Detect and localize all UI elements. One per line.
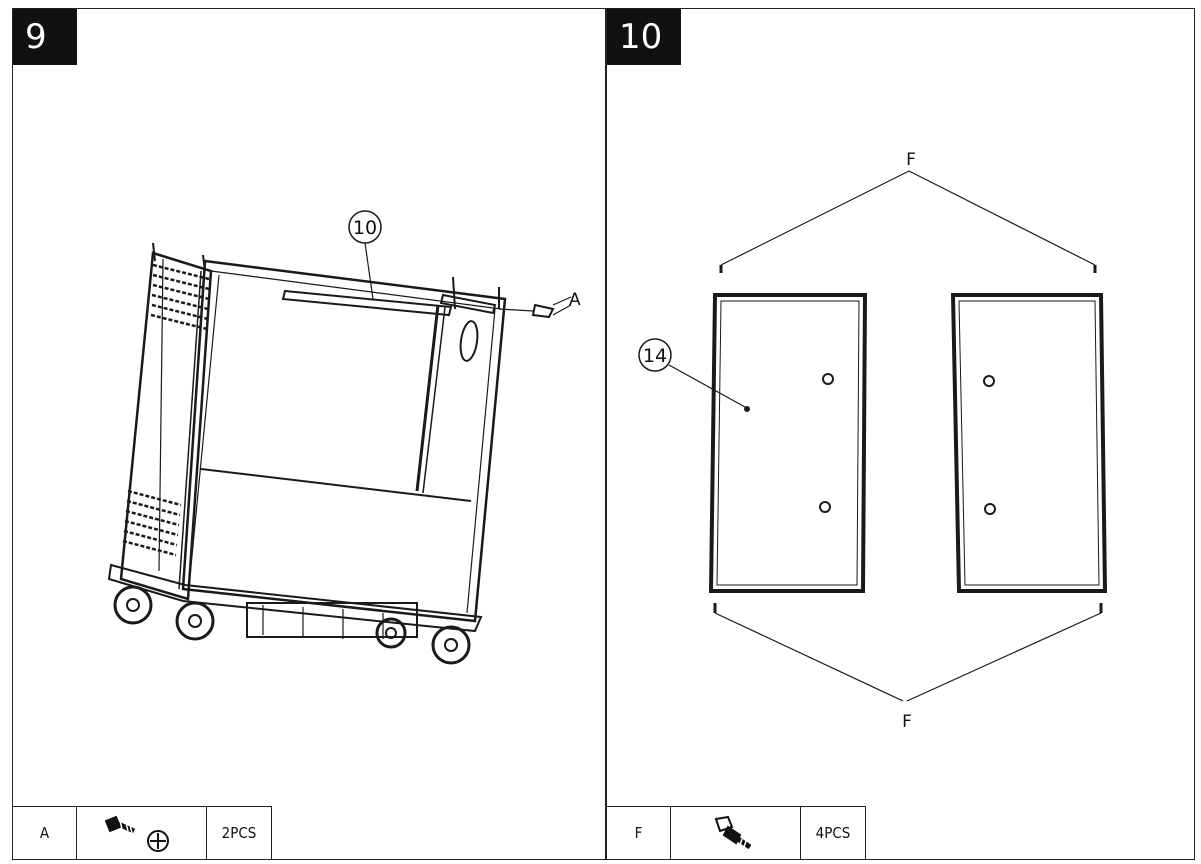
svg-text:F: F <box>902 712 912 732</box>
hardware-letter: F <box>607 807 671 859</box>
bolt-with-phillips-head-icon <box>77 807 207 859</box>
hardware-table: A 2PCS <box>12 806 272 860</box>
step-number-badge: 9 <box>13 9 77 65</box>
callout-part-14: 14 <box>638 338 746 408</box>
hardware-table: F 4PCS <box>606 806 866 860</box>
left-door-panel <box>708 293 868 593</box>
handle-bar-part <box>152 242 500 317</box>
cart-assembly-drawing: 10 A <box>107 210 581 665</box>
hardware-quantity: 2PCS <box>221 824 257 842</box>
callout-part-10: 10 <box>348 210 382 300</box>
svg-text:10: 10 <box>353 217 377 239</box>
cart-base <box>107 563 483 639</box>
hardware-letter: A <box>13 807 77 859</box>
step-9-panel: 9 <box>12 8 606 860</box>
callout-hardware-F-bottom: F <box>713 603 1103 732</box>
right-door-panel <box>950 293 1108 593</box>
callout-hardware-A: A <box>498 290 581 319</box>
caster-bolt-icon <box>671 807 801 859</box>
door-panels-drawing: F 14 F <box>638 150 1108 732</box>
hardware-quantity: 4PCS <box>815 824 851 842</box>
cart-front-frame <box>181 259 507 623</box>
svg-text:A: A <box>569 290 581 310</box>
callout-hardware-F-top: F <box>719 150 1097 273</box>
caster-wheels <box>113 585 471 665</box>
svg-text:F: F <box>906 150 916 170</box>
step-number-badge: 10 <box>607 9 681 65</box>
cart-side-panel <box>119 251 213 601</box>
step-10-panel: 10 F 14 <box>606 8 1195 860</box>
svg-text:14: 14 <box>643 345 667 367</box>
